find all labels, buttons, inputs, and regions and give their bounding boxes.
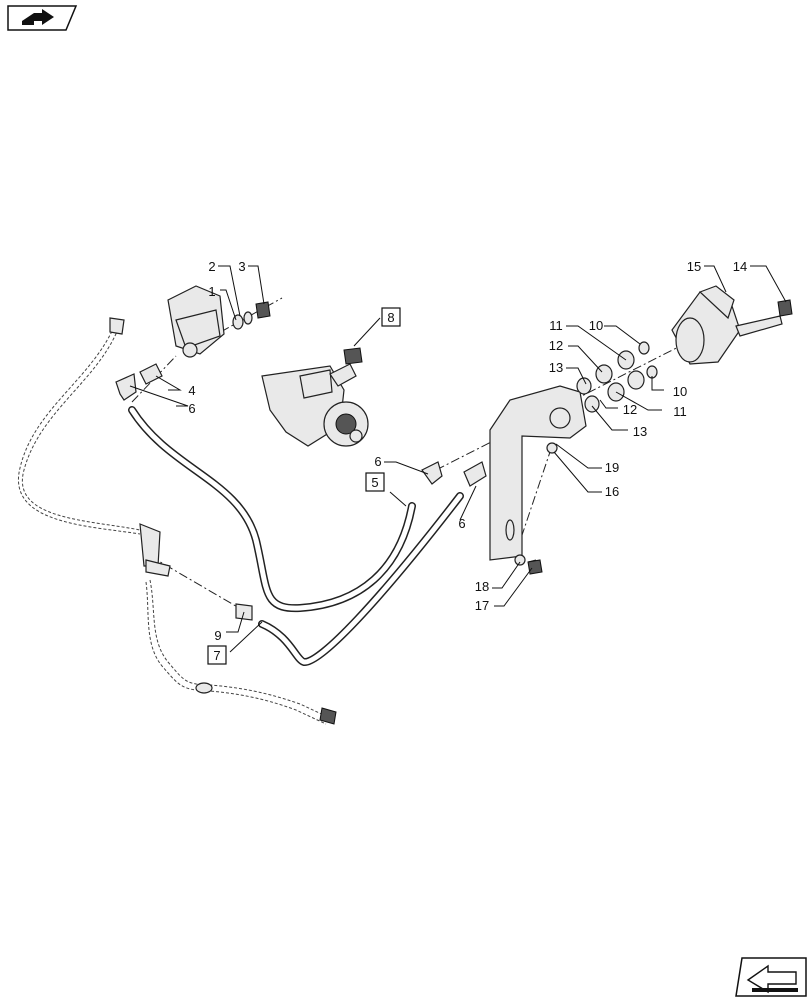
coupler-valve (671, 285, 793, 365)
callout-1: 1 (208, 284, 215, 299)
boxed-ref-8: 8 (381, 307, 401, 327)
callout-11-top: 11 (549, 318, 563, 333)
callout-6-center: 6 (374, 454, 381, 469)
callout-2: 2 (208, 259, 215, 274)
callout-3: 3 (238, 259, 245, 274)
boxed-ref-5: 5 (365, 472, 385, 492)
hydraulic-block (261, 347, 369, 447)
next-page-arrow-icon[interactable] (735, 957, 807, 997)
callout-19: 19 (605, 460, 619, 475)
callout-16: 16 (605, 484, 619, 499)
boxed-ref-8-text: 8 (387, 310, 394, 325)
mounting-bracket (489, 385, 587, 575)
callout-6-left: 6 (188, 401, 195, 416)
callout-6-right: 6 (458, 516, 465, 531)
callout-13-right: 13 (633, 424, 647, 439)
leader-lines (129, 265, 787, 653)
hoses (128, 406, 464, 666)
callout-12-left: 12 (549, 338, 563, 353)
wiring-harness (17, 317, 337, 725)
callout-labels: 1 2 3 4 6 6 6 9 10 10 11 11 12 12 13 13 … (188, 259, 747, 643)
callout-14: 14 (733, 259, 747, 274)
callout-4: 4 (188, 383, 195, 398)
callout-10-right: 10 (673, 384, 687, 399)
boxed-ref-7-text: 7 (213, 648, 220, 663)
callout-18: 18 (475, 579, 489, 594)
book-arrow-icon (7, 5, 78, 31)
callout-17: 17 (475, 598, 489, 613)
centerlines (131, 297, 701, 613)
callout-10-top: 10 (589, 318, 603, 333)
coupler-fittings (576, 341, 658, 413)
callout-11-right: 11 (673, 404, 687, 419)
boxed-ref-5-text: 5 (371, 475, 378, 490)
callout-15: 15 (687, 259, 701, 274)
boxed-ref-7: 7 (207, 645, 227, 665)
callout-12-right: 12 (623, 402, 637, 417)
callout-13-left: 13 (549, 360, 563, 375)
callout-9: 9 (214, 628, 221, 643)
